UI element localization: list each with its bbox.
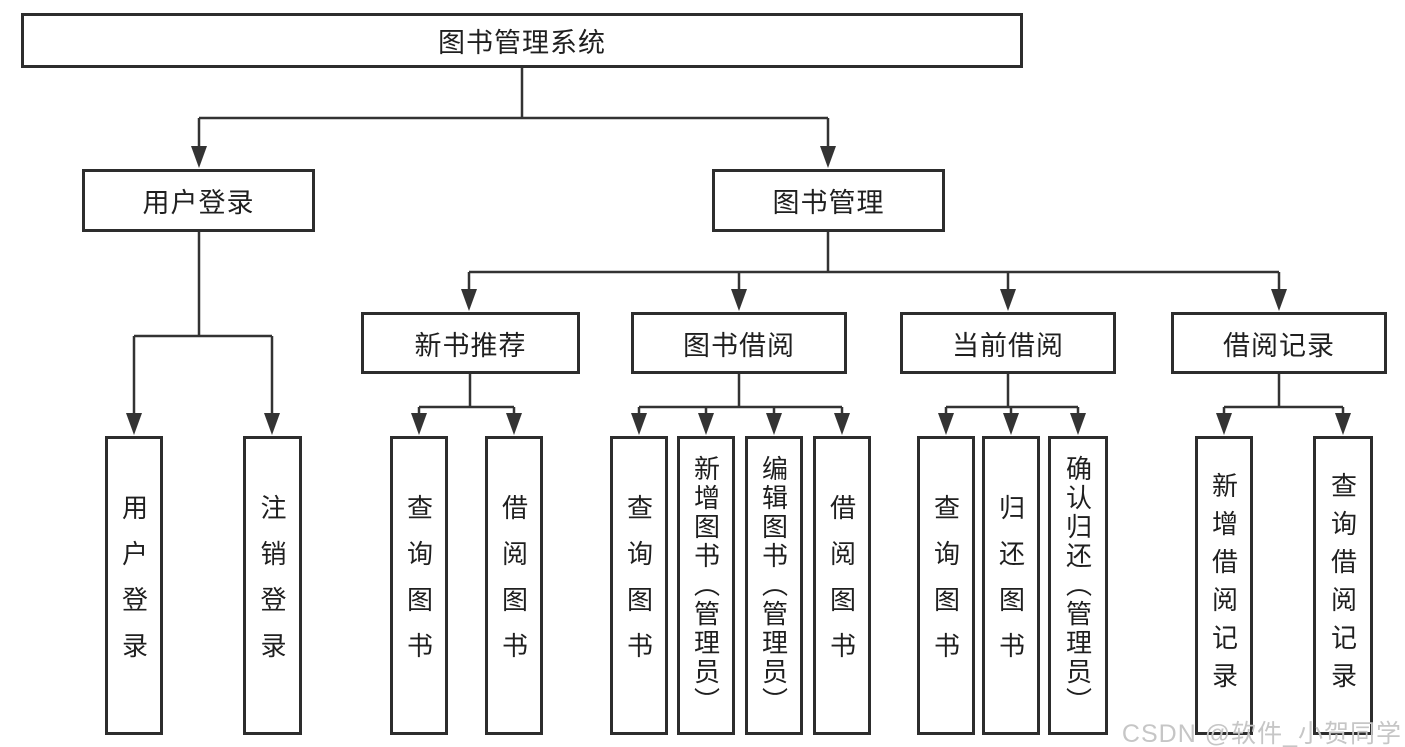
- diagram-leaf-confirm-return-admin: 确认归还（管理员）: [1048, 436, 1108, 735]
- leaf-label: 确认归还（管理员）: [1062, 455, 1093, 716]
- leaf-label: 新增借阅记录: [1208, 471, 1239, 700]
- edge-newbook-to-leaves: [417, 374, 516, 420]
- diagram-leaf-user-login: 用户登录: [105, 436, 163, 735]
- arrowhead: [191, 146, 207, 168]
- diagram-node-user-login: 用户登录: [82, 169, 315, 232]
- arrowheads: [126, 146, 1351, 435]
- diagram-leaf-borrow-book: 借阅图书: [813, 436, 871, 735]
- leaf-label: 借阅图书: [826, 493, 857, 678]
- leaf-label: 查询借阅记录: [1327, 471, 1358, 700]
- diagram-leaf-add-book-admin: 新增图书（管理员）: [677, 436, 735, 735]
- leaf-label: 新增图书（管理员）: [690, 455, 721, 716]
- diagram-node-book-management: 图书管理: [712, 169, 945, 232]
- edge-borrowrecords-to-leaves: [1222, 374, 1345, 420]
- arrowhead: [731, 289, 747, 311]
- leaf-label: 查询图书: [403, 493, 434, 678]
- diagram-node-root: 图书管理系统: [21, 13, 1023, 68]
- arrowhead: [264, 413, 280, 435]
- edge-userlogin-to-leaves: [132, 232, 274, 420]
- arrowhead: [411, 413, 427, 435]
- edge-root-to-level2: [197, 66, 830, 152]
- arrowhead: [1000, 289, 1016, 311]
- diagram-leaf-query-book: 查询图书: [610, 436, 668, 735]
- leaf-label: 查询图书: [623, 493, 654, 678]
- leaf-label: 查询图书: [930, 493, 961, 678]
- arrowhead: [938, 413, 954, 435]
- diagram-node-current-borrow: 当前借阅: [900, 312, 1116, 374]
- edge-bookmgmt-to-level3: [467, 232, 1281, 296]
- diagram-leaf-query-book: 查询图书: [390, 436, 448, 735]
- diagram-node-borrow-records: 借阅记录: [1171, 312, 1387, 374]
- arrowhead: [506, 413, 522, 435]
- leaf-label: 注销登录: [257, 493, 287, 678]
- diagram-leaf-add-borrow-record: 新增借阅记录: [1195, 436, 1253, 735]
- edge-bookborrow-to-leaves: [637, 374, 844, 420]
- diagram-node-book-borrow: 图书借阅: [631, 312, 847, 374]
- diagram-leaf-borrow-book: 借阅图书: [485, 436, 543, 735]
- diagram-node-new-book-recommend: 新书推荐: [361, 312, 580, 374]
- diagram-leaf-logout: 注销登录: [243, 436, 302, 735]
- leaf-label: 归还图书: [995, 493, 1026, 678]
- diagram-leaf-edit-book-admin: 编辑图书（管理员）: [745, 436, 803, 735]
- arrowhead: [1335, 413, 1351, 435]
- arrowhead: [820, 146, 836, 168]
- arrowhead: [1070, 413, 1086, 435]
- arrowhead: [1271, 289, 1287, 311]
- arrowhead: [698, 413, 714, 435]
- diagram-leaf-query-borrow-record: 查询借阅记录: [1313, 436, 1373, 735]
- leaf-label: 借阅图书: [498, 493, 529, 678]
- arrowhead: [766, 413, 782, 435]
- csdn-watermark: CSDN @软件_小贺同学: [1121, 720, 1402, 747]
- arrowhead: [1216, 413, 1232, 435]
- arrowhead: [126, 413, 142, 435]
- arrowhead: [834, 413, 850, 435]
- leaf-label: 用户登录: [118, 493, 149, 678]
- arrowhead: [1003, 413, 1019, 435]
- arrowhead: [631, 413, 647, 435]
- leaf-label: 编辑图书（管理员）: [758, 455, 789, 716]
- diagram-leaf-query-book: 查询图书: [917, 436, 975, 735]
- arrowhead: [461, 289, 477, 311]
- diagram-leaf-return-book: 归还图书: [982, 436, 1040, 735]
